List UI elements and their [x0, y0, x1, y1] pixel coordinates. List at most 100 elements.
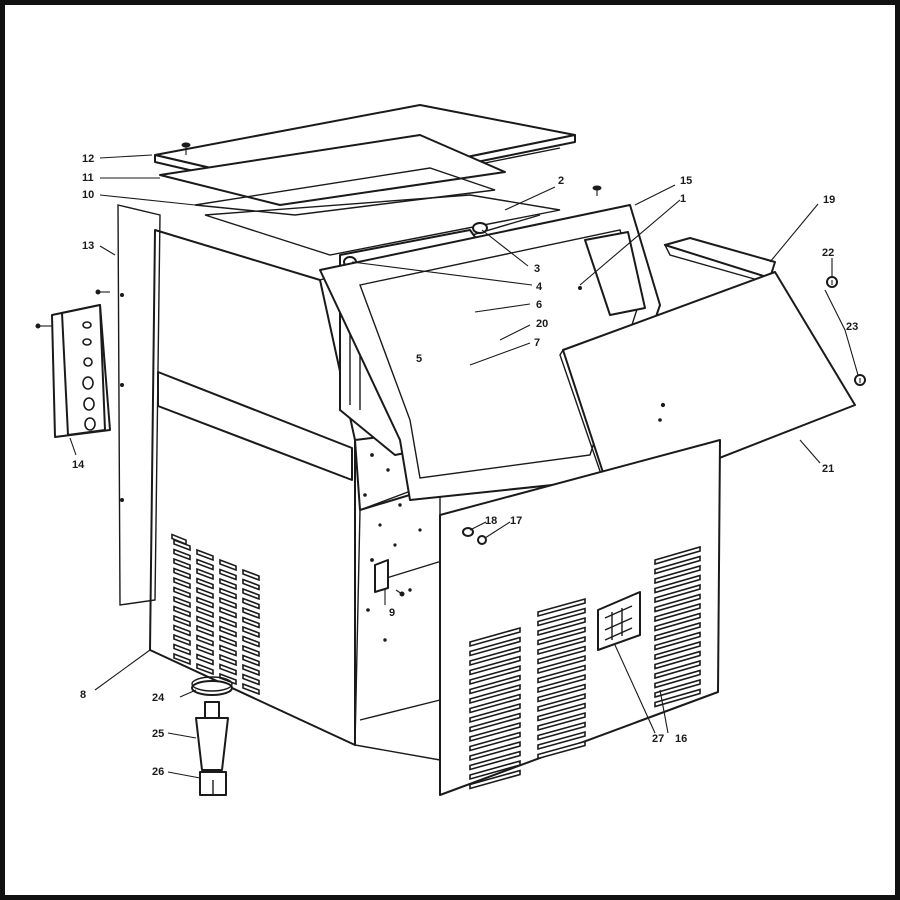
vent-slot [537, 664, 586, 684]
panel-screw-icon [477, 535, 487, 545]
rear-panel-outline [117, 204, 161, 606]
vent-slot [469, 721, 521, 743]
leg-threaded-stud [204, 701, 220, 719]
vent-slot [242, 635, 260, 648]
vent-slot [219, 653, 237, 667]
vent-slot [654, 669, 701, 689]
control-bracket-holes [82, 321, 96, 431]
vent-slot [196, 558, 214, 571]
vent-slot [537, 711, 586, 732]
hinge-pin-icon [826, 276, 838, 288]
vent-slot [196, 577, 214, 590]
vent-slot [219, 596, 237, 610]
vent-slot [242, 568, 260, 582]
vent-slot [219, 587, 237, 600]
vent-slot [537, 692, 586, 713]
side-bracket-plate [374, 559, 389, 593]
hinge-pin-icon [854, 374, 866, 386]
vent-slot [654, 574, 701, 594]
callout-11: 11 [82, 172, 94, 184]
vent-slot [242, 644, 260, 658]
vent-slot [196, 634, 214, 647]
vent-slot [173, 538, 191, 552]
vent-slot [196, 662, 214, 676]
top-cover-assembly [154, 104, 602, 216]
callout-12: 12 [82, 153, 94, 165]
control-bracket [35, 289, 111, 438]
cabinet-top-opening [204, 194, 561, 256]
cabinet-base-rail [359, 699, 441, 721]
callout-10: 10 [82, 189, 94, 201]
vent-slot [537, 673, 586, 694]
vent-slot [173, 633, 191, 647]
vent-slot [219, 672, 237, 686]
vent-slot [469, 759, 521, 781]
callout-16: 16 [675, 733, 687, 745]
vent-slot [654, 555, 701, 575]
front-lower-panel [439, 439, 721, 796]
vent-slot [219, 558, 237, 572]
callout-15: 15 [680, 175, 692, 187]
callout-25: 25 [152, 728, 164, 740]
vent-slot [469, 731, 521, 752]
rear-panel [117, 204, 161, 606]
vent-slot [219, 615, 237, 629]
vent-slot [654, 688, 701, 708]
door-frame-right-rail [584, 231, 646, 316]
vent-slot [242, 578, 260, 591]
screw-icon [592, 185, 602, 196]
vent-slot [242, 606, 260, 620]
front-panel-vent-slots [469, 545, 701, 790]
vent-slot [654, 583, 701, 604]
vent-slot [242, 587, 260, 601]
callout-26: 26 [152, 766, 164, 778]
vent-slot [196, 605, 214, 619]
callout-18: 18 [485, 515, 497, 527]
callout-9: 9 [389, 607, 395, 619]
vent-slot [469, 769, 521, 790]
callout-1: 1 [680, 193, 686, 205]
vent-slot [469, 740, 521, 762]
vent-slot [469, 683, 521, 705]
vent-slot [469, 674, 521, 695]
cabinet-left-side-panel [149, 229, 356, 746]
leg-assembly [191, 676, 233, 796]
callout-20: 20 [536, 318, 548, 330]
callout-22: 22 [822, 247, 834, 259]
vent-slot [196, 653, 214, 666]
vent-slot [469, 645, 521, 667]
vent-slot [469, 693, 521, 714]
vent-slot [173, 557, 191, 571]
vent-slot [537, 607, 586, 627]
vent-slot [469, 712, 521, 733]
vent-slot [469, 655, 521, 676]
hinge-bracket [663, 237, 776, 283]
vent-slot [196, 615, 214, 628]
callout-7: 7 [534, 337, 540, 349]
vent-slot [654, 545, 701, 566]
callout-24: 24 [152, 692, 165, 704]
vent-slot [537, 683, 586, 703]
vent-slot [219, 663, 237, 676]
vent-slot [196, 624, 214, 638]
vent-slot [196, 643, 214, 657]
vent-slot [242, 682, 260, 696]
vent-slot [537, 616, 586, 637]
vent-slot [537, 730, 586, 751]
vent-slot [173, 605, 191, 618]
callout-6: 6 [536, 299, 542, 311]
vent-slot [242, 616, 260, 629]
vent-slot [469, 702, 521, 724]
vent-slot [242, 625, 260, 639]
vent-slot [654, 602, 701, 623]
left-vent-slots [173, 538, 260, 696]
vent-slot [537, 702, 586, 722]
callout-14: 14 [72, 459, 85, 471]
vent-slot [173, 614, 191, 628]
bracket-screw-icon [35, 323, 52, 329]
vent-slot [196, 567, 214, 581]
leader-lines [69, 154, 859, 779]
vent-slot [654, 631, 701, 651]
vent-slot [173, 576, 191, 590]
top-insulation-pad [194, 167, 496, 216]
